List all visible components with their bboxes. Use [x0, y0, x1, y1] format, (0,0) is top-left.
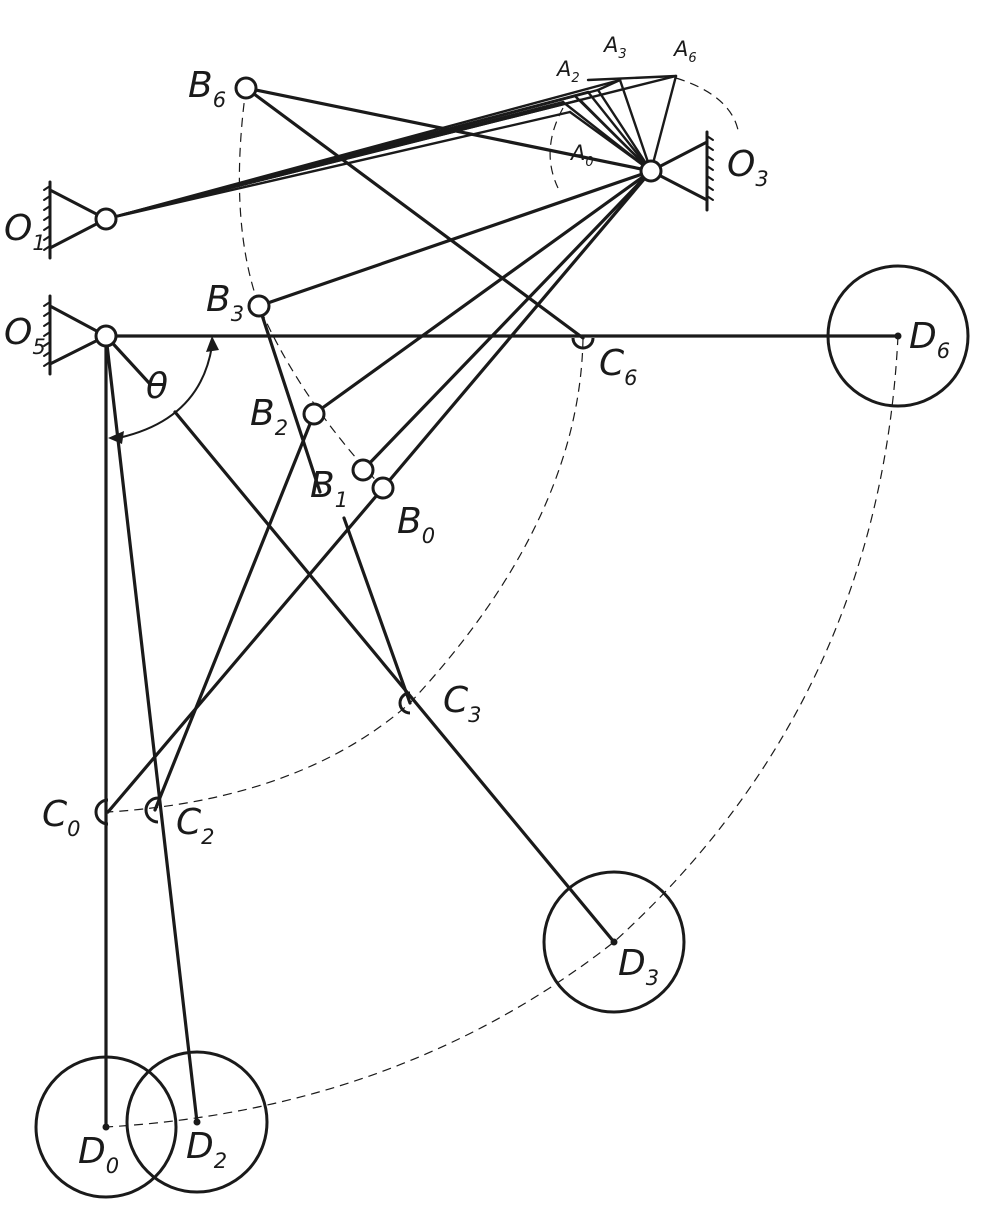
joint-o1: [94, 207, 118, 231]
label-d0: D0: [78, 1131, 119, 1178]
a-trajectory-arc: [549, 107, 564, 189]
label-o1: O1: [4, 208, 46, 255]
rocker-a-o3-fan: [561, 74, 678, 173]
link-o5-d2: [104, 334, 199, 1124]
joint-c2: [144, 796, 159, 824]
link-o3-b3: [257, 169, 653, 308]
joint-c0: [94, 798, 109, 826]
link-b2-c2: [153, 412, 316, 812]
b-trajectory-arc: [238, 87, 384, 489]
link-o5-d3: [173, 410, 616, 944]
label-b3: B3: [206, 279, 244, 326]
disc-d3: [542, 870, 686, 1014]
d-trajectory-arc: [105, 335, 899, 1128]
label-b6: B6: [188, 65, 226, 112]
joint-b0: [371, 476, 395, 500]
joint-o5: [94, 324, 118, 348]
label-c6: C6: [599, 343, 638, 390]
theta-angle-indicator: [108, 336, 219, 444]
label-d2: D2: [186, 1126, 227, 1173]
label-b0: B0: [397, 501, 435, 548]
label-c2: C2: [176, 802, 215, 849]
label-d6: D6: [909, 316, 950, 363]
label-b1: B1: [310, 465, 348, 512]
joint-b6: [234, 76, 258, 100]
joint-o3: [639, 159, 663, 183]
disc-d0: [34, 1055, 178, 1199]
link-b0-c0: [106, 486, 385, 814]
label-a2: A2: [555, 57, 580, 86]
label-a3: A3: [602, 33, 627, 62]
joint-c6: [571, 337, 595, 350]
links: [104, 74, 900, 1129]
link-b3-c3-lower: [342, 516, 412, 705]
label-c0: C0: [42, 794, 81, 841]
a-trajectory-arc-outer: [675, 77, 739, 131]
trajectory-arcs: [105, 77, 899, 1128]
disc-d6: [826, 264, 970, 408]
label-b2: B2: [250, 393, 288, 440]
disc-centers: [102, 332, 902, 1131]
joint-b3: [247, 294, 271, 318]
link-o3-b1: [361, 169, 653, 472]
label-a0: A0: [569, 141, 594, 170]
label-d3: D3: [618, 943, 659, 990]
label-theta: θ: [146, 366, 168, 407]
link-o3-b0: [381, 169, 653, 490]
disc-d2: [125, 1050, 269, 1194]
joint-c3: [398, 691, 411, 715]
joint-b2: [302, 402, 326, 426]
labels: O1 O5 O3 B6 B3 B2 B1 B0 A2 A3 A6 A0 C6 C…: [4, 33, 950, 1178]
label-o3: O3: [727, 144, 769, 191]
joints: [94, 76, 663, 500]
label-c3: C3: [443, 680, 482, 727]
ground-supports: [43, 130, 714, 376]
output-discs: [34, 264, 970, 1199]
link-o3-b6: [244, 86, 653, 173]
joint-b1: [351, 458, 375, 482]
link-b6-c6: [244, 86, 585, 340]
label-o5: O5: [4, 312, 46, 359]
link-o3-b2: [312, 169, 653, 416]
label-a6: A6: [672, 37, 697, 66]
c-joints: [94, 337, 595, 826]
